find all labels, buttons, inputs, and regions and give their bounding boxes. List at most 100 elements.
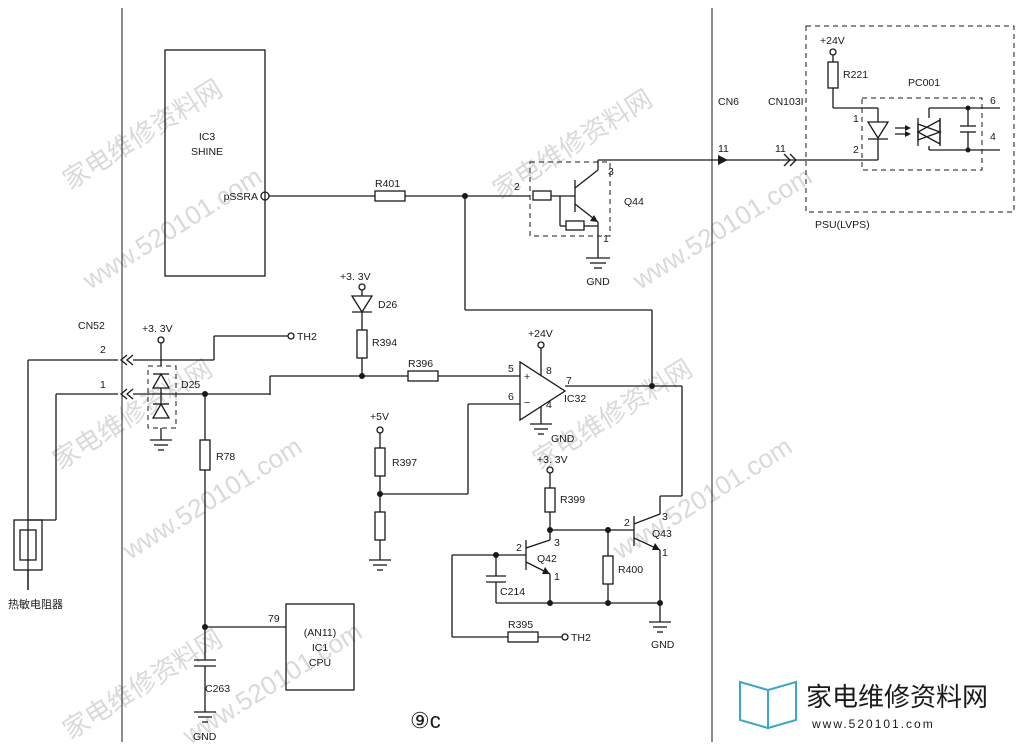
q43-label: Q43 [652, 528, 672, 540]
watermark-url: www.520101.com [116, 431, 307, 566]
cn52-pin1: 1 [100, 379, 106, 391]
transistor-q43: 2 3 Q43 1 [624, 511, 672, 603]
q44-pin2: 2 [514, 181, 520, 193]
opamp-pin5: 5 [508, 363, 514, 375]
r400-label: R400 [618, 564, 643, 576]
opamp-minus: − [524, 397, 530, 409]
watermark-text: 家电维修资料网 [47, 353, 217, 475]
cpu-line2: IC1 [312, 642, 329, 654]
junction-dot [605, 600, 611, 606]
pc001-pin4: 4 [990, 131, 996, 143]
r221-label: R221 [843, 69, 868, 81]
r399-supply: +3. 3V [537, 454, 568, 466]
c214-label: C214 [500, 586, 525, 598]
thermistor-label: 热敏电阻器 [8, 597, 63, 611]
opamp-24v: +24V [528, 328, 553, 340]
diode-d25: +3. 3V D25 [133, 323, 270, 451]
pc001-pin6: 6 [990, 95, 996, 107]
r399-label: R399 [560, 494, 585, 506]
transistor-q42: 2 3 Q42 1 [452, 530, 560, 603]
pc001-pin2: 2 [853, 144, 859, 156]
r395-label: R395 [508, 619, 533, 631]
q42-pin3: 3 [554, 537, 560, 549]
d26-label: D26 [378, 299, 397, 311]
psu-label: PSU(LVPS) [815, 219, 870, 231]
opamp-pin6: 6 [508, 391, 514, 403]
cn52-pin2: 2 [100, 344, 106, 356]
resistor-lower [369, 511, 391, 571]
q43-gnd: GND [651, 639, 675, 651]
watermark-url: www.520101.com [606, 431, 797, 566]
ic3-pin-label: pSSRA [224, 191, 258, 203]
thermistor: 热敏电阻器 [8, 519, 63, 611]
q43-pin1: 1 [662, 547, 668, 559]
cn6-pin11: 11 [718, 143, 729, 155]
r401-label: R401 [375, 178, 400, 190]
wire-thermistor-a [27, 359, 118, 590]
diode-d26: +3. 3V D26 [340, 271, 397, 330]
q42-pin2: 2 [516, 542, 522, 554]
watermark-url: www.520101.com [626, 161, 817, 296]
r397-supply: +5V [370, 411, 389, 423]
q44-pin3: 3 [608, 166, 614, 178]
resistor-r396: R396 [270, 358, 520, 382]
capacitor-c263: C263 GND [193, 659, 230, 743]
resistor-r397: +5V R397 [370, 411, 417, 512]
opamp-pin8: 8 [546, 365, 552, 377]
q44-pin1: 1 [603, 233, 609, 245]
watermark-layer: 家电维修资料网 www.520101.com 家电维修资料网 www.52010… [47, 73, 817, 750]
ic3-name: IC3 [199, 131, 216, 143]
cn6-label: CN6 [718, 96, 739, 108]
cpu-pin79: 79 [268, 613, 280, 625]
r78-label: R78 [216, 451, 235, 463]
transistor-q44: 2 3 1 Q44 GND [514, 160, 644, 288]
connector-chevron [119, 354, 134, 366]
pc001-label: PC001 [908, 77, 940, 89]
figure-label: ⑨c [410, 708, 441, 733]
resistor-r394: R394 [356, 329, 397, 376]
d25-supply: +3. 3V [142, 323, 173, 335]
wire-thermistor-b [55, 393, 118, 520]
ic3-sub: SHINE [191, 146, 223, 158]
q44-label: Q44 [624, 196, 644, 208]
book-icon [739, 680, 769, 730]
cn103-label: CN103I [768, 96, 804, 108]
r394-label: R394 [372, 337, 397, 349]
resistor-r78: R78 [199, 394, 235, 660]
q43-pin2: 2 [624, 517, 630, 529]
junction-dot [649, 383, 655, 389]
c263-label: C263 [205, 683, 230, 695]
cpu-line1: (AN11) [304, 627, 336, 639]
resistor-r399: +3. 3V R399 [537, 454, 585, 530]
resistor-r400: R400 [602, 530, 643, 603]
psu-block: +24V R221 PC001 1 2 6 4 PSU [805, 25, 1015, 231]
connector-chevron [783, 153, 797, 167]
r396-label: R396 [408, 358, 433, 370]
resistor-r395: R395 TH2 [451, 555, 591, 644]
cn52-label: CN52 [78, 320, 105, 332]
opamp-label: IC32 [564, 393, 586, 405]
q42-label: Q42 [537, 553, 557, 565]
opamp-pin4: 4 [546, 399, 552, 411]
cn103-pin11: 11 [775, 143, 786, 155]
junction-dot [547, 600, 553, 606]
opamp-ic32: + − 5 6 7 8 4 IC32 +24V GND [508, 328, 682, 445]
d26-supply: +3. 3V [340, 271, 371, 283]
connector-chevron [119, 388, 134, 400]
arrow-head [718, 155, 728, 165]
d25-label: D25 [181, 379, 200, 391]
r397-label: R397 [392, 457, 417, 469]
psu-24v: +24V [820, 35, 845, 47]
brand-name: 家电维修资料网 [806, 682, 988, 712]
pc001-pin1: 1 [853, 113, 859, 125]
cpu-line3: CPU [309, 657, 331, 669]
opamp-pin7: 7 [566, 375, 572, 387]
th2-terminal [287, 332, 295, 340]
c263-gnd: GND [193, 731, 217, 743]
q43-pin3: 3 [662, 511, 668, 523]
watermark-text: 家电维修资料网 [487, 83, 657, 205]
q44-gnd: GND [586, 276, 610, 288]
junction-dot [377, 491, 383, 497]
opamp-plus: + [524, 371, 530, 383]
